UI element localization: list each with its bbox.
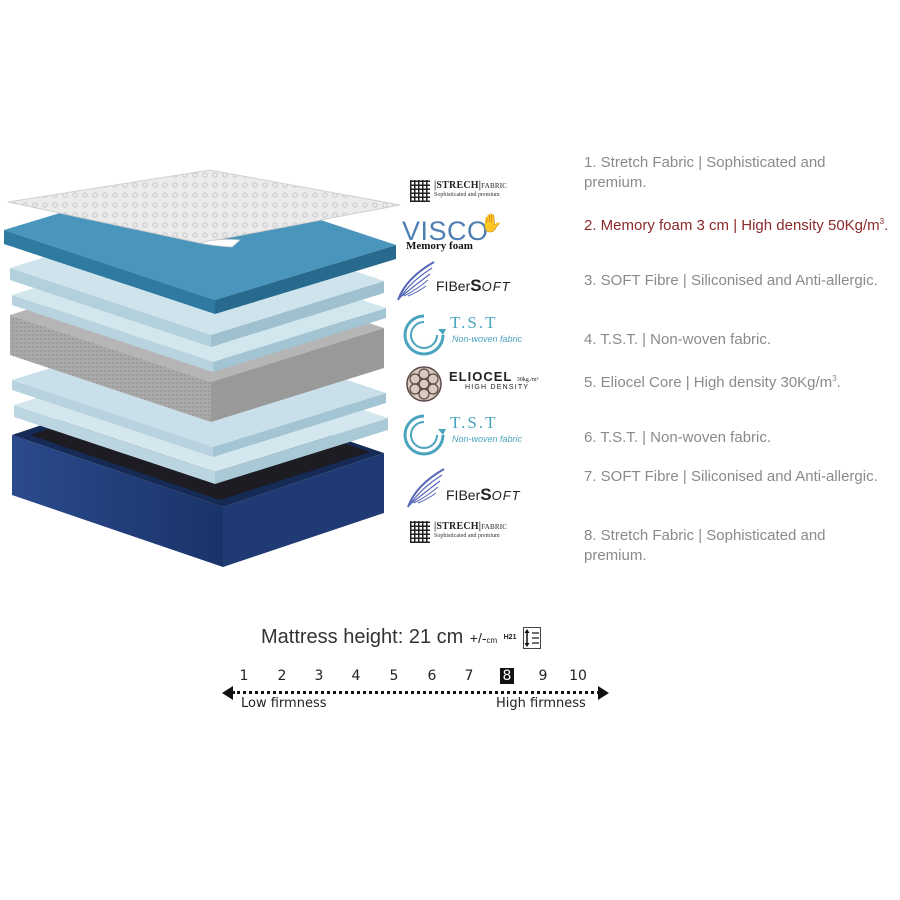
foam-cell-icon	[406, 366, 442, 402]
fibersoft-word-start: FIBer	[436, 278, 471, 294]
stretch-tagline: Sophisticated and premium	[434, 192, 500, 198]
firmness-tick-9: 9	[538, 668, 548, 684]
feature-2-text: 2. Memory foam 3 cm | High density 50Kg/…	[584, 217, 880, 234]
firmness-tick-6: 6	[427, 668, 437, 684]
stretch-fabric-logo-top: |STRECH|FABRIC Sophisticated and premium	[410, 180, 570, 206]
low-firmness-label: Low firmness	[241, 696, 327, 711]
firmness-scale: 1 2 3 4 5 6 7 8 9 10 Low firmness High f…	[220, 666, 620, 716]
feature-1: 1. Stretch Fabric | Sophisticated and pr…	[584, 154, 826, 191]
stretch-title-suffix: FABRIC	[481, 182, 508, 190]
fibersoft-logo-top: FIBerSOFT	[396, 258, 536, 302]
mattress-height: Mattress height: 21 cm +/-cm H21	[261, 626, 541, 656]
feature-8: 8. Stretch Fabric | Sophisticated and pr…	[584, 527, 826, 564]
visco-sub: Memory foam	[406, 240, 473, 252]
layer-stretch-fabric	[7, 169, 401, 248]
feature-4: 4. T.S.T. | Non-woven fabric.	[584, 331, 772, 348]
firmness-tick-2: 2	[277, 668, 287, 684]
feature-2-end: .	[884, 217, 889, 234]
mattress-height-label: Mattress height: 21 cm	[261, 626, 464, 648]
high-firmness-label: High firmness	[496, 696, 586, 711]
feature-5-text: 5. Eliocel Core | High density 30Kg/m	[584, 374, 833, 391]
feature-3: 3. SOFT Fibre | Siliconised and Anti-all…	[584, 272, 878, 289]
hand-icon: ✋	[480, 213, 503, 233]
fabric-grid-icon	[410, 180, 430, 202]
eliocel-word: ELIOCEL	[449, 369, 513, 384]
fibersoft-logo-bottom: FIBerSOFT	[406, 465, 556, 509]
tst-sub: Non-woven fabric	[452, 334, 523, 344]
feature-5: 5. Eliocel Core | High density 30Kg/m3.	[584, 369, 889, 393]
arrow-left-icon	[222, 686, 233, 700]
feature-2-sup: 3	[879, 217, 885, 226]
stretch-title-bottom: STRECH	[436, 521, 479, 532]
firmness-tick-7: 7	[464, 668, 474, 684]
firmness-tick-10: 10	[569, 668, 587, 684]
firmness-tick-4: 4	[351, 668, 361, 684]
feature-6: 6. T.S.T. | Non-woven fabric.	[584, 429, 772, 446]
stretch-tagline-bottom: Sophisticated and premium	[434, 533, 500, 539]
firmness-tick-8-selected: 8	[495, 666, 519, 686]
height-tolerance-sign: +/-	[469, 629, 487, 646]
visco-word: VISCO	[402, 216, 489, 246]
tst-logo-bottom: T.S.T Non-woven fabric	[402, 413, 532, 457]
feature-2: 2. Memory foam 3 cm | High density 50Kg/…	[584, 212, 889, 236]
tst-word: T.S.T	[450, 313, 498, 332]
eliocel-logo: ELIOCEL 30kg./m³ HIGH DENSITY	[405, 365, 565, 405]
feature-7: 7. SOFT Fibre | Siliconised and Anti-all…	[584, 468, 878, 485]
fabric-grid-icon	[410, 521, 430, 543]
stretch-title: STRECH	[436, 180, 479, 191]
circular-arrows-icon	[403, 314, 446, 356]
firmness-tick-1: 1	[239, 668, 249, 684]
height-tolerance-unit: cm	[486, 635, 498, 645]
eliocel-sub: HIGH DENSITY	[465, 384, 530, 391]
firmness-tick-3: 3	[314, 668, 324, 684]
fibersoft-word-end: OFT	[481, 279, 511, 294]
tst-sub-bottom: Non-woven fabric	[452, 434, 523, 444]
height-badge: H21	[503, 634, 517, 641]
stretch-title-suffix-bottom: FABRIC	[481, 523, 508, 531]
feature-5-sup: 3	[832, 374, 837, 383]
fibersoft-word-s-bottom: S	[480, 485, 492, 504]
feather-icon	[397, 261, 435, 301]
fibersoft-word-end-bottom: OFT	[491, 488, 521, 503]
tst-logo-top: T.S.T Non-woven fabric	[402, 313, 532, 357]
arrow-right-icon	[598, 686, 609, 700]
mattress-layers-illustration	[4, 169, 401, 567]
firmness-tick-5: 5	[389, 668, 399, 684]
feather-icon	[407, 468, 445, 508]
eliocel-density: 30kg./m³	[516, 377, 539, 383]
height-lines-icon	[522, 626, 541, 649]
firmness-dotted-line	[232, 691, 600, 694]
fibersoft-word-start-bottom: FIBer	[446, 487, 481, 503]
visco-memory-foam-logo: VISCO Memory foam ✋	[402, 214, 512, 254]
circular-arrows-icon	[403, 414, 446, 456]
stretch-fabric-logo-bottom: |STRECH|FABRIC Sophisticated and premium	[410, 521, 570, 547]
fibersoft-word-s: S	[470, 276, 482, 295]
feature-5-end: .	[836, 374, 841, 391]
tst-word-bottom: T.S.T	[450, 413, 498, 432]
